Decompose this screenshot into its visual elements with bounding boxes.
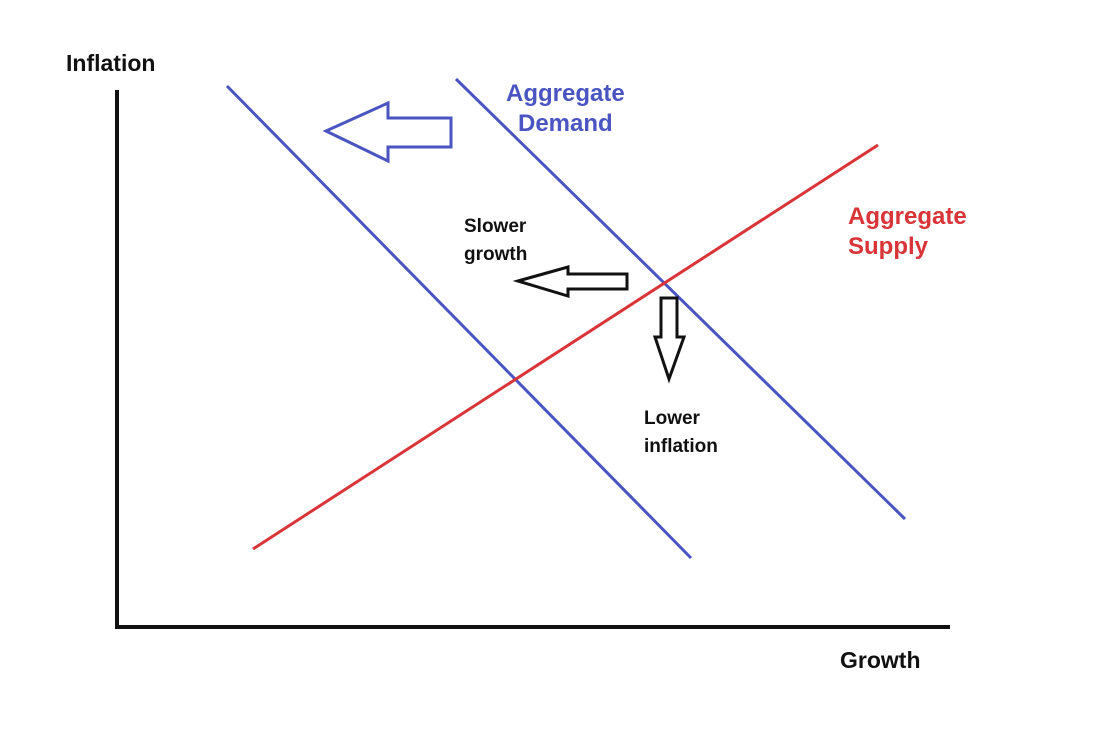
lower-inflation-arrow-icon [652,296,687,384]
y-axis-label: Inflation [66,50,156,76]
aggregate-demand-label-line2: Demand [518,110,613,137]
aggregate-demand-curve-shifted [225,84,693,560]
aggregate-supply-label-line1: Aggregate [848,203,967,230]
aggregate-demand-label-line1: Aggregate [506,80,625,107]
aggregate-supply-label: Aggregate Supply [848,202,967,262]
x-axis-label: Growth [840,647,921,673]
slower-growth-line2: growth [464,244,528,265]
aggregate-demand-curve-original [454,77,907,521]
lower-inflation-line1: Lower [644,408,700,429]
aggregate-supply-label-line2: Supply [848,233,929,260]
demand-shift-arrow-icon [322,100,453,164]
aggregate-demand-label: Aggregate Demand [506,79,625,139]
lower-inflation-line2: inflation [644,436,718,457]
aggregate-supply-curve [252,143,879,551]
axes [115,90,950,629]
lower-inflation-annotation: Lower inflation [644,405,718,461]
slower-growth-line1: Slower [464,216,527,237]
slower-growth-annotation: Slower growth [464,213,527,269]
slower-growth-arrow-icon [512,265,629,299]
